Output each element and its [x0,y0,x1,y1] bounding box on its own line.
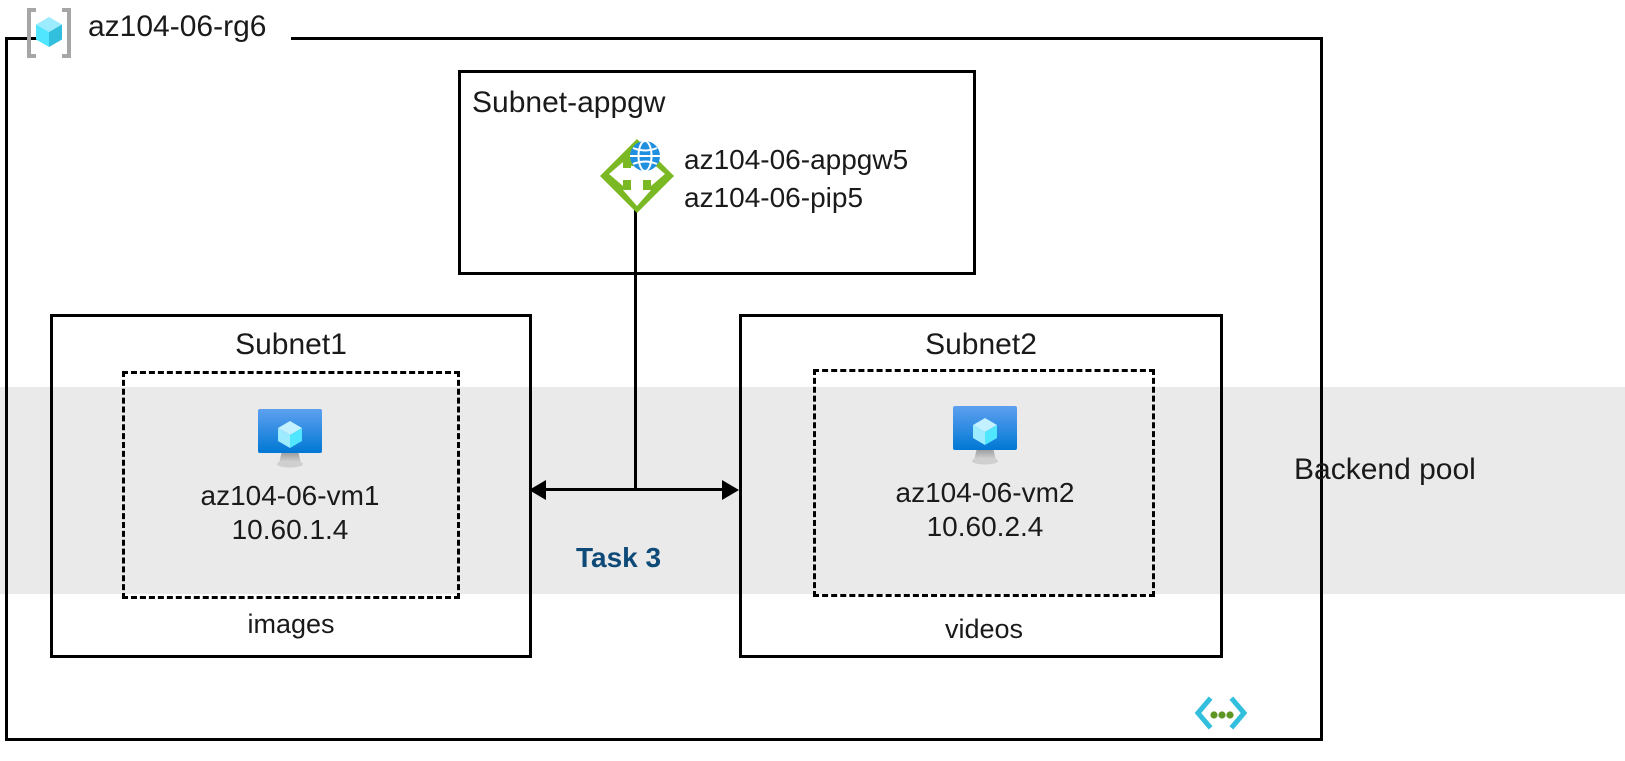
subnet2-vm-name: az104-06-vm2 [895,477,1075,508]
resource-group-border-top-right [291,37,1323,40]
subnet1-vm-ip: 10.60.1.4 [231,514,349,545]
subnet2-box [739,314,1223,658]
subnet2-vm-block: az104-06-vm2 10.60.2.4 [855,402,1115,544]
subnet-appgw-title: Subnet-appgw [472,86,666,119]
subnet2-caption: videos [944,614,1024,644]
appgw-pip-line: az104-06-pip5 [684,182,864,213]
resource-group-cube-icon [22,6,76,60]
subnet2-nic-dashed-box [813,369,1155,597]
subnet1-vm-name: az104-06-vm1 [200,480,380,511]
application-gateway-labels: az104-06-appgw5 az104-06-pip5 [684,141,908,217]
virtual-machine-icon [949,402,1021,468]
task-3-label: Task 3 [576,542,662,573]
virtual-machine-icon [254,405,326,471]
backend-pool-label: Backend pool [1294,453,1476,486]
code-brackets-icon [1194,696,1248,730]
subnet2-title: Subnet2 [925,328,1037,361]
resource-group-border [5,37,1323,741]
resource-group-title: az104-06-rg6 [88,10,267,43]
subnet-link-arrow-right [722,480,739,500]
subnet1-vm-block: az104-06-vm1 10.60.1.4 [160,405,420,547]
appgw-name-line: az104-06-appgw5 [684,144,909,175]
subnet1-title: Subnet1 [235,328,347,361]
gateway-connector-line [634,206,637,490]
subnet-appgw-box [458,70,976,275]
subnet1-caption: images [247,609,335,639]
subnet1-nic-dashed-box [122,371,460,599]
subnet2-vm-ip: 10.60.2.4 [926,511,1044,542]
subnet-link-line [537,488,732,491]
application-gateway-icon [597,136,677,216]
subnet-link-arrow-left [529,480,546,500]
resource-group-border-top-left [5,37,43,40]
